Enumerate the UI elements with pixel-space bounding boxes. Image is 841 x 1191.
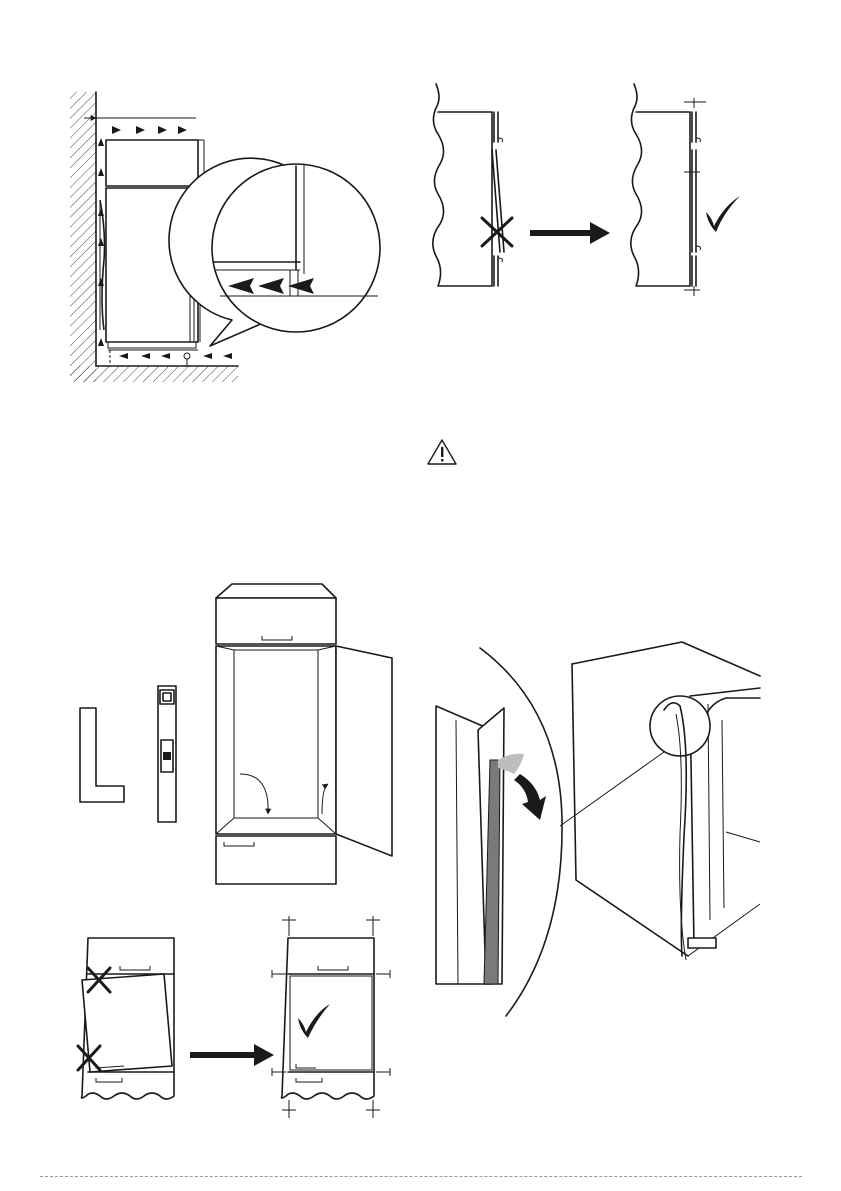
check-icon <box>298 1004 330 1038</box>
airflow-installation-figure <box>70 92 380 382</box>
page-bottom-rule <box>40 1176 802 1177</box>
floor-hatch <box>70 366 238 382</box>
spirit-level-icon <box>158 686 176 822</box>
arrow-right-icon <box>190 1044 274 1066</box>
tools-and-cabinet-figure <box>80 584 392 884</box>
arrow-right-icon <box>530 222 610 244</box>
open-cabinet <box>216 584 392 884</box>
warning-icon <box>428 440 456 464</box>
magnifier-circle <box>169 158 380 346</box>
airflow-arrow-icon <box>112 126 187 134</box>
cabinet-alignment-figure <box>78 916 390 1118</box>
airflow-arrow-icon <box>119 353 232 359</box>
peel-arrow-icon <box>514 774 546 820</box>
seal-strip-figure <box>436 642 760 1016</box>
door-alignment-figure <box>433 84 740 296</box>
wall-hatch <box>70 92 96 382</box>
set-square-icon <box>80 708 124 802</box>
check-icon <box>706 196 740 232</box>
magnifier-circle <box>572 642 760 960</box>
